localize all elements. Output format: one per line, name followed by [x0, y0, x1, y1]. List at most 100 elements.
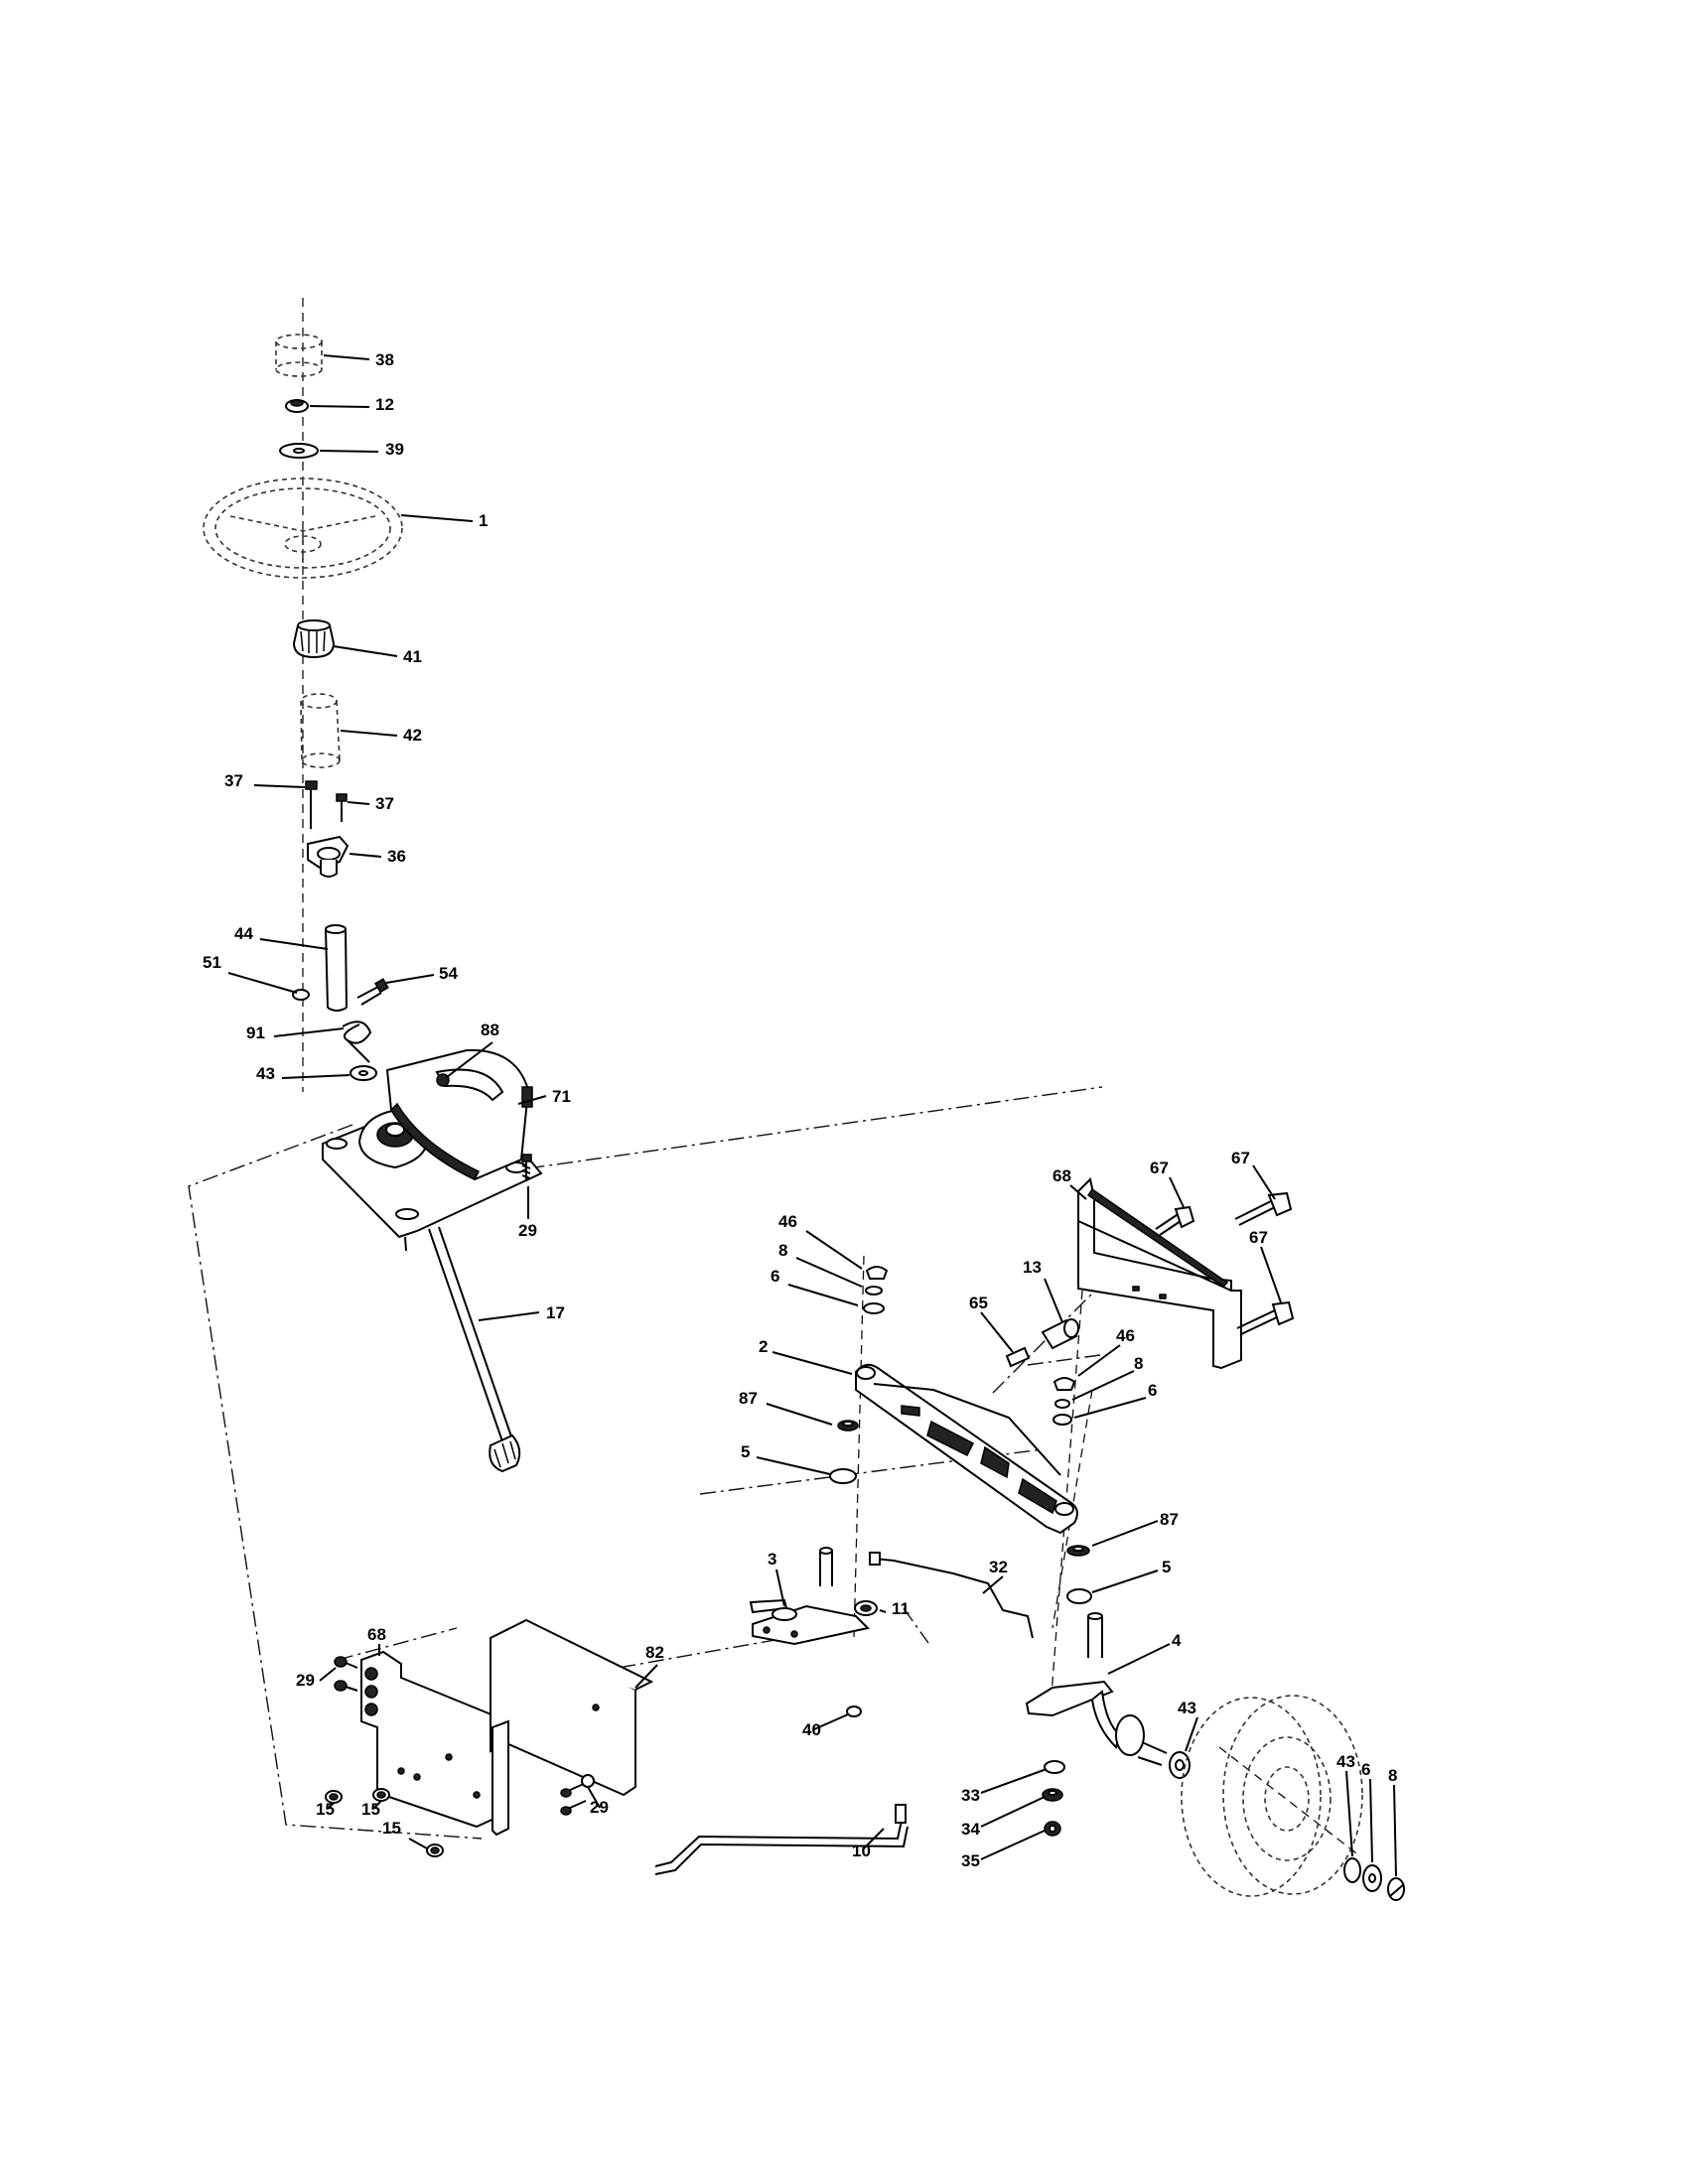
washer-43-wheel[interactable]: [1169, 1751, 1191, 1779]
callout-46: 46: [1077, 1326, 1135, 1377]
part-number-label: 12: [375, 395, 394, 414]
callout-1: 1: [400, 511, 488, 530]
part-number-label: 65: [969, 1294, 988, 1312]
part-number-label: 29: [296, 1671, 315, 1690]
part-number-label: 37: [224, 771, 243, 790]
part-number-label: 67: [1231, 1149, 1250, 1167]
leader-line: [349, 853, 382, 858]
leader-line: [1091, 1520, 1159, 1547]
callout-5: 5: [741, 1442, 831, 1475]
callout-6: 6: [1073, 1381, 1157, 1419]
leader-line: [980, 1796, 1046, 1828]
leader-line: [400, 514, 474, 522]
pinion-shaft[interactable]: [428, 1226, 521, 1473]
bolt-29-gear[interactable]: [521, 1154, 532, 1181]
part-number-label: 82: [645, 1643, 664, 1662]
part-number-label: 91: [246, 1024, 265, 1042]
callout-6: 6: [771, 1267, 859, 1306]
callout-87: 87: [739, 1389, 833, 1426]
steering-wheel[interactable]: [203, 478, 403, 579]
spacer-13[interactable]: [1041, 1318, 1079, 1350]
part-number-label: 88: [481, 1021, 499, 1039]
part-number-label: 46: [778, 1212, 797, 1231]
washer-40[interactable]: [846, 1706, 862, 1717]
bolts-67[interactable]: [1155, 1191, 1295, 1335]
leader-line: [756, 1456, 831, 1475]
front-wheel[interactable]: [1181, 1695, 1363, 1897]
leader-line: [1044, 1278, 1063, 1323]
callout-3: 3: [768, 1550, 785, 1607]
front-axle[interactable]: [855, 1363, 1078, 1535]
leader-line: [1071, 1370, 1135, 1401]
leader-line: [980, 1768, 1048, 1794]
callout-13: 13: [1023, 1258, 1063, 1323]
callout-46: 46: [778, 1212, 863, 1270]
callout-34: 34: [961, 1796, 1046, 1839]
part-number-label: 43: [1178, 1699, 1196, 1717]
steering-nut[interactable]: [285, 399, 309, 413]
leader-line: [980, 1311, 1014, 1353]
leader-line: [319, 450, 379, 453]
clip-91[interactable]: [342, 1021, 372, 1063]
part-number-label: 5: [1162, 1558, 1171, 1576]
part-number-label: 15: [316, 1800, 335, 1819]
part-number-label: 67: [1249, 1228, 1268, 1247]
washers-left-spindle[interactable]: [829, 1266, 889, 1484]
callout-29: 29: [296, 1667, 337, 1690]
flange-bushing[interactable]: [307, 835, 350, 878]
callout-6: 6: [1361, 1760, 1373, 1863]
spindle-right[interactable]: [1025, 1612, 1168, 1766]
steering-shaft[interactable]: [325, 924, 348, 1012]
leader-line: [319, 1667, 337, 1682]
wheel-washers-6-8[interactable]: [1343, 1857, 1405, 1901]
callout-15: 15: [316, 1800, 335, 1819]
callout-38: 38: [323, 350, 394, 369]
spindle-left[interactable]: [749, 1547, 871, 1646]
steering-adapter[interactable]: [292, 619, 336, 659]
callout-68: 68: [1052, 1166, 1087, 1200]
callout-10: 10: [852, 1828, 885, 1860]
callout-33: 33: [961, 1768, 1048, 1805]
callout-15: 15: [361, 1800, 382, 1819]
leader-line: [787, 1284, 859, 1306]
nuts-15[interactable]: [325, 1788, 444, 1857]
washer-43-upper[interactable]: [350, 1065, 377, 1081]
part-number-label: 29: [518, 1221, 537, 1240]
leader-line: [253, 784, 306, 788]
steering-washer[interactable]: [279, 443, 319, 459]
leader-line: [347, 801, 370, 805]
gear-sector[interactable]: [385, 1048, 533, 1181]
leader-line: [1069, 1184, 1087, 1200]
axle-support-bracket[interactable]: [1077, 1177, 1242, 1370]
washer-11[interactable]: [854, 1600, 878, 1616]
part-number-label: 17: [546, 1303, 565, 1322]
bolts-29-left[interactable]: [334, 1656, 358, 1692]
part-number-label: 15: [361, 1800, 380, 1819]
callout-65: 65: [969, 1294, 1014, 1353]
washers-33-35[interactable]: [1042, 1760, 1065, 1837]
tie-rod-10[interactable]: [654, 1804, 909, 1875]
drag-link-32[interactable]: [869, 1552, 1034, 1639]
shaft-bolt-54[interactable]: [356, 978, 389, 1006]
support-82[interactable]: [490, 1618, 654, 1837]
part-number-label: 8: [1388, 1766, 1397, 1785]
pin-65[interactable]: [1005, 1346, 1031, 1368]
callout-5: 5: [1091, 1558, 1171, 1593]
leader-line: [1185, 1716, 1198, 1752]
leader-line: [323, 354, 370, 360]
callout-54: 54: [385, 964, 458, 984]
bolts-29-right[interactable]: [560, 1774, 595, 1816]
leader-line: [340, 730, 398, 737]
part-number-label: 43: [256, 1064, 275, 1083]
washers-right-spindle[interactable]: [1052, 1377, 1092, 1604]
leader-line: [795, 1257, 863, 1288]
column-cover[interactable]: [300, 693, 341, 768]
steering-cap[interactable]: [275, 334, 323, 377]
leader-line: [1169, 1176, 1185, 1208]
callout-67: 67: [1249, 1228, 1282, 1303]
callout-36: 36: [349, 847, 406, 866]
callout-8: 8: [778, 1241, 863, 1288]
bolts-37[interactable]: [305, 780, 348, 829]
